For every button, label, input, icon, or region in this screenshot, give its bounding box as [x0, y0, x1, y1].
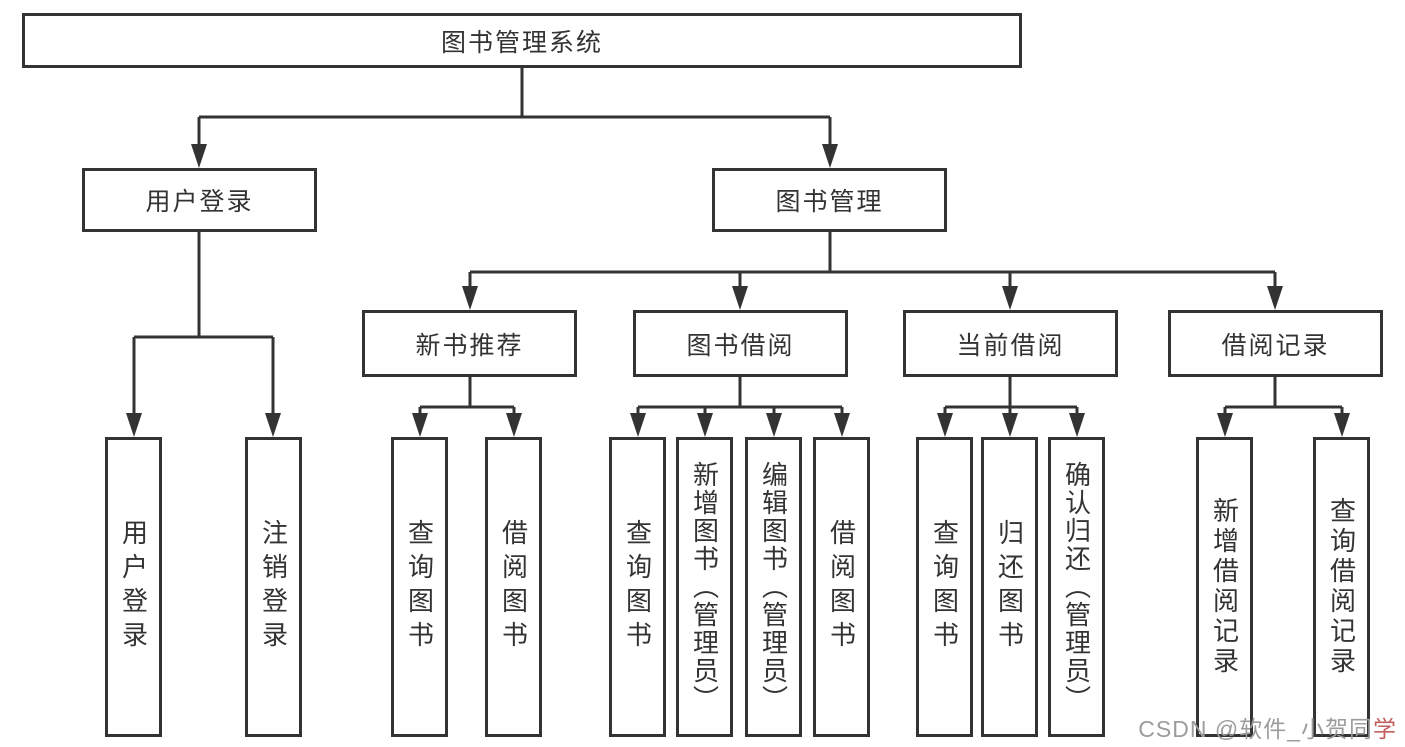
leaf-borrow-books: 借阅图书 [485, 437, 542, 737]
connector-new-books-branch [412, 377, 522, 437]
leaf-label: 查询图书 [404, 519, 435, 655]
leaf-borrow-books: 借阅图书 [813, 437, 870, 737]
node-label: 图书借阅 [686, 331, 795, 360]
connector-book-management-branch [462, 232, 1283, 310]
node-label: 用户登录 [145, 188, 254, 216]
leaf-add-books-admin: 新增图书（管理员） [676, 437, 733, 737]
leaf-label: 编辑图书（管理员） [758, 461, 789, 713]
leaf-logout: 注销登录 [245, 437, 302, 737]
node-book-borrow: 图书借阅 [633, 310, 848, 377]
leaf-query-borrow-record: 查询借阅记录 [1313, 437, 1370, 737]
node-current-borrow: 当前借阅 [903, 310, 1118, 377]
leaf-label: 注销登录 [258, 519, 289, 655]
watermark-accent-text: 学 [1373, 716, 1397, 742]
watermark-text: CSDN @软件_小贺同 [1138, 716, 1373, 742]
node-root-library-system: 图书管理系统 [22, 13, 1022, 68]
connector-user-login-branch [126, 232, 281, 437]
connector-current-borrow-branch [937, 377, 1085, 437]
leaf-edit-books-admin: 编辑图书（管理员） [745, 437, 802, 737]
leaf-label: 借阅图书 [826, 519, 857, 655]
leaf-add-borrow-record: 新增借阅记录 [1196, 437, 1253, 737]
leaf-label: 用户登录 [118, 519, 149, 655]
node-label: 借阅记录 [1221, 331, 1330, 360]
node-label: 新书推荐 [415, 331, 524, 360]
leaf-label: 新增借阅记录 [1209, 497, 1240, 677]
connector-borrow-records-branch [1217, 377, 1350, 437]
leaf-return-books: 归还图书 [981, 437, 1038, 737]
leaf-query-books: 查询图书 [916, 437, 973, 737]
node-user-login: 用户登录 [82, 168, 317, 232]
leaf-label: 查询图书 [622, 519, 653, 655]
node-book-management: 图书管理 [712, 168, 947, 232]
leaf-label: 借阅图书 [498, 519, 529, 655]
leaf-query-books: 查询图书 [391, 437, 448, 737]
leaf-label: 查询借阅记录 [1326, 497, 1357, 677]
node-borrow-records: 借阅记录 [1168, 310, 1383, 377]
connector-book-borrow-branch [630, 377, 850, 437]
leaf-user-login: 用户登录 [105, 437, 162, 737]
leaf-label: 确认归还（管理员） [1061, 461, 1092, 713]
node-new-book-recommend: 新书推荐 [362, 310, 577, 377]
node-label: 图书管理系统 [440, 28, 603, 57]
leaf-label: 新增图书（管理员） [689, 461, 720, 713]
leaf-label: 归还图书 [994, 519, 1025, 655]
leaf-label: 查询图书 [929, 519, 960, 655]
csdn-watermark: CSDN @软件_小贺同学 [1138, 710, 1397, 744]
connector-root-to-level2 [191, 68, 838, 168]
node-label: 图书管理 [775, 188, 884, 216]
leaf-query-books: 查询图书 [609, 437, 666, 737]
leaf-confirm-return-admin: 确认归还（管理员） [1048, 437, 1105, 737]
node-label: 当前借阅 [956, 331, 1065, 360]
